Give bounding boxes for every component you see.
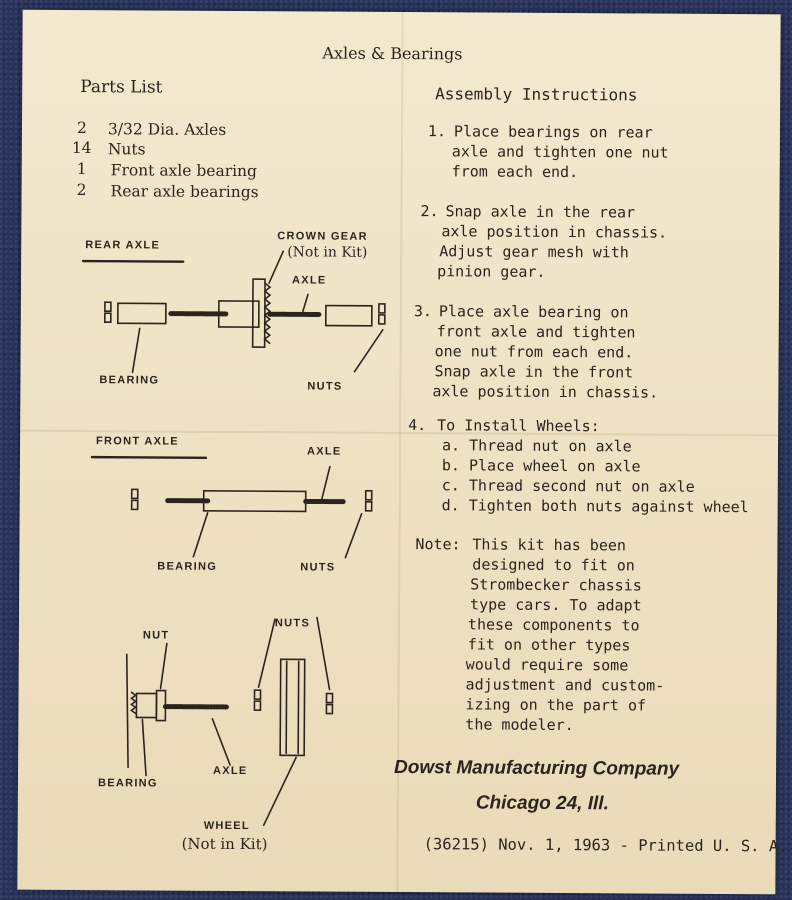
note-line: adjustment and custom- bbox=[465, 675, 665, 695]
step-title: To Install Wheels: bbox=[437, 416, 600, 436]
step-number: 2. bbox=[420, 202, 439, 221]
step-line: one nut from each end. bbox=[434, 342, 634, 362]
note-label: Note: bbox=[415, 535, 461, 554]
front-axle-nuts-label: NUTS bbox=[300, 561, 336, 574]
step-line: front axle and tighten bbox=[436, 322, 636, 342]
wheel-label: WHEEL bbox=[203, 819, 250, 833]
wheel-nut-label: NUT bbox=[142, 629, 170, 642]
wheel-bearing-label: BEARING bbox=[97, 777, 158, 790]
step-line: Snap axle in the front bbox=[434, 362, 634, 382]
crown-gear-not-in-kit: (Not in Kit) bbox=[287, 244, 368, 261]
wheel-axle-label: AXLE bbox=[213, 764, 248, 778]
step-number: 4. bbox=[408, 416, 427, 435]
instruction-sheet: Axles & Bearings Parts List 2 3/32 Dia. … bbox=[17, 9, 788, 895]
note-line: fit on other types bbox=[467, 635, 631, 655]
front-axle-heading: FRONT AXLE bbox=[96, 435, 179, 448]
company-name: Dowst Manufacturing Company bbox=[394, 756, 680, 780]
print-line: (36215) Nov. 1, 1963 - Printed U. S. A. bbox=[423, 835, 788, 856]
step-line: from each end. bbox=[451, 162, 579, 182]
note-line: This kit has been bbox=[472, 535, 627, 555]
crown-gear-label: CROWN GEAR bbox=[277, 230, 368, 243]
step-sub: c. Thread second nut on axle bbox=[441, 476, 695, 496]
axle-diagrams-art bbox=[81, 250, 386, 826]
note-line: designed to fit on bbox=[472, 555, 635, 575]
step-sub: b. Place wheel on axle bbox=[441, 456, 641, 476]
wheel-nuts-label: NUTS bbox=[274, 617, 311, 630]
step-number: 1. bbox=[427, 122, 447, 141]
step-sub: a. Thread nut on axle bbox=[441, 436, 632, 456]
note-line: type cars. To adapt bbox=[470, 595, 642, 615]
rear-axle-axle-label: AXLE bbox=[292, 274, 327, 287]
note-line: izing on the part of bbox=[465, 695, 647, 715]
step-line: axle position in chassis. bbox=[432, 382, 659, 402]
step-sub: d. Tighten both nuts against wheel bbox=[441, 496, 749, 517]
note-line: Strombecker chassis bbox=[470, 575, 642, 595]
step-line: Adjust gear mesh with bbox=[439, 242, 629, 262]
rear-axle-nuts-label: NUTS bbox=[307, 380, 343, 393]
note-line: would require some bbox=[465, 655, 629, 675]
note-line: the modeler. bbox=[465, 715, 574, 735]
step-line: pinion gear. bbox=[437, 262, 546, 281]
step-line: axle position in chassis. bbox=[441, 222, 668, 242]
step-line: Snap axle in the rear bbox=[445, 202, 636, 222]
note-line: these components to bbox=[467, 615, 640, 635]
rear-axle-heading: REAR AXLE bbox=[85, 239, 161, 252]
front-axle-bearing-label: BEARING bbox=[157, 560, 218, 573]
wheel-not-in-kit: (Not in Kit) bbox=[181, 834, 268, 854]
step-line: Place axle bearing on bbox=[438, 302, 629, 322]
company-city: Chicago 24, Ill. bbox=[475, 792, 609, 815]
assembly-heading: Assembly Instructions bbox=[435, 84, 638, 105]
step-line: axle and tighten one nut bbox=[451, 142, 669, 162]
front-axle-axle-label: AXLE bbox=[306, 445, 342, 458]
step-number: 3. bbox=[413, 302, 432, 321]
rear-axle-bearing-label: BEARING bbox=[99, 374, 160, 387]
step-line: Place bearings on rear bbox=[453, 122, 653, 142]
